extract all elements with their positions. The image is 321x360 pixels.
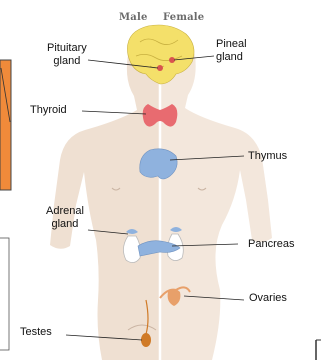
label-testes: Testes (20, 326, 52, 339)
left-outline-box (0, 238, 9, 350)
label-ovaries: Ovaries (249, 292, 287, 305)
male-body (50, 41, 160, 360)
label-thymus: Thymus (248, 150, 287, 163)
label-thyroid: Thyroid (30, 104, 67, 117)
female-header: Female (163, 12, 204, 23)
thymus-organ (140, 149, 177, 179)
label-pineal: Pineal gland (216, 38, 247, 64)
label-pituitary: Pituitary gland (47, 42, 87, 68)
label-adrenal: Adrenal gland (46, 205, 84, 231)
kidney-left (123, 236, 140, 263)
testes-organ (141, 333, 151, 347)
left-orange-panel (0, 60, 11, 190)
female-body (160, 39, 272, 360)
label-pancreas: Pancreas (248, 238, 294, 251)
male-header: Male (119, 12, 148, 23)
